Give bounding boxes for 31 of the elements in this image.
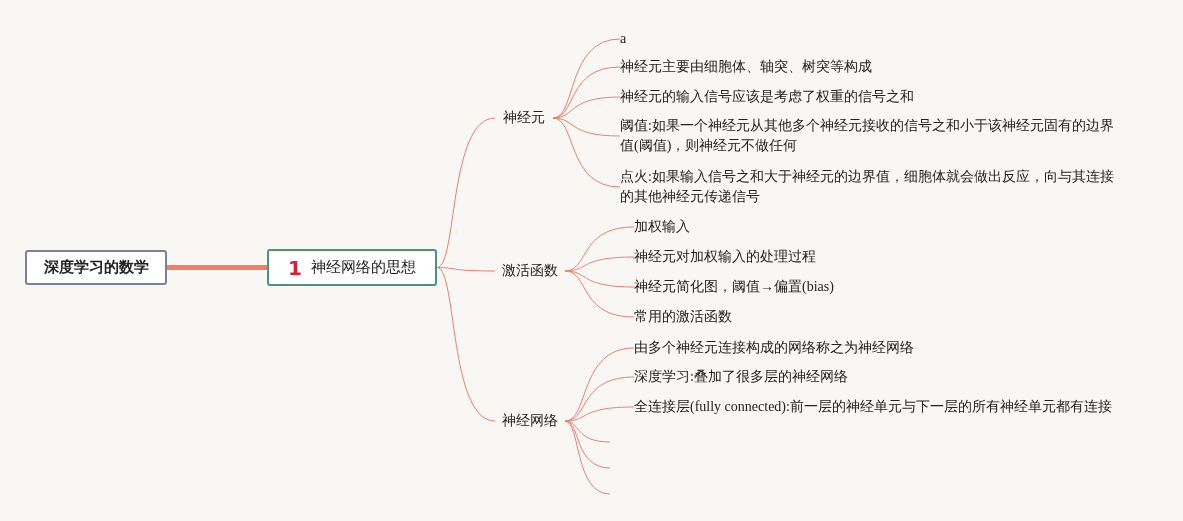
leaf-text: 由多个神经元连接构成的网络称之为神经网络 bbox=[634, 338, 1164, 358]
root-topic-box bbox=[25, 250, 167, 285]
leaf-text: 神经元简化图，阈值→偏置(bias) bbox=[634, 277, 1124, 297]
topic-box bbox=[267, 249, 437, 286]
connector-line bbox=[167, 265, 267, 270]
leaf-text: 神经元主要由细胞体、轴突、树突等构成 bbox=[620, 57, 1125, 77]
leaf-text: 全连接层(fully connected):前一层的神经单元与下一层的所有神经单元都有连接 bbox=[634, 397, 1164, 417]
leaf-text: 阈值:如果一个神经元从其他多个神经元接收的信号之和小于该神经元固有的边界值(阈值)，则神经元不做任何 bbox=[620, 116, 1125, 156]
number-marker: 1 bbox=[288, 255, 302, 280]
branch-label: 神经元 bbox=[495, 108, 553, 128]
leaf-text: 深度学习:叠加了很多层的神经网络 bbox=[634, 367, 1164, 387]
connector-line bbox=[564, 420, 611, 495]
leaf-text: 加权输入 bbox=[634, 217, 1124, 237]
leaf-text: 常用的激活函数 bbox=[634, 307, 1124, 327]
root-title: 深度学习的数学 bbox=[43, 258, 149, 277]
connector-line bbox=[564, 406, 635, 422]
leaf-text: 点火:如果输入信号之和大于神经元的边界值，细胞体就会做出反应，向与其连接的其他神经元传递信号 bbox=[620, 167, 1125, 207]
connector-line bbox=[436, 267, 496, 422]
connector-line bbox=[552, 117, 621, 137]
branch-label: 激活函数 bbox=[495, 261, 565, 281]
connector-line bbox=[564, 256, 635, 272]
branch-label: 神经网络 bbox=[495, 411, 565, 431]
connector-line bbox=[552, 96, 621, 119]
leaf-text: 神经元的输入信号应该是考虑了权重的信号之和 bbox=[620, 87, 1125, 107]
leaf-text: 神经元对加权输入的处理过程 bbox=[634, 247, 1124, 267]
connector-line bbox=[436, 267, 496, 272]
leaf-text: a bbox=[620, 29, 1125, 49]
topic-title: 神经网络的思想 bbox=[310, 258, 416, 277]
connector-line bbox=[564, 270, 635, 318]
connector-line bbox=[552, 117, 621, 188]
connector-line bbox=[436, 117, 496, 268]
